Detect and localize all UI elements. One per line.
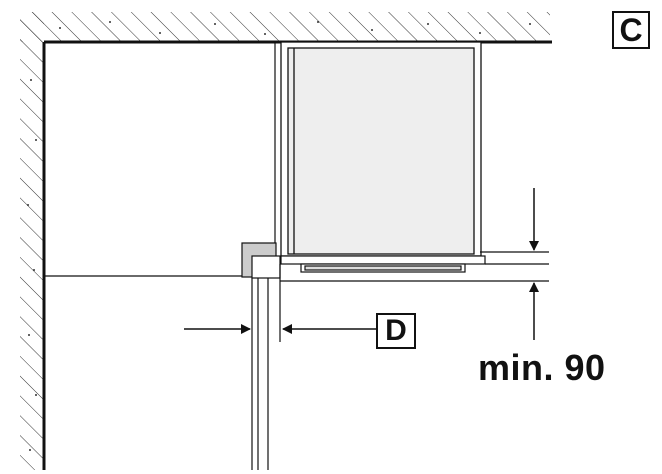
wall-hatching: [20, 12, 550, 470]
hinge-block: [241, 242, 281, 279]
kitchen-cabinet: [44, 42, 276, 277]
gap-label-d: D: [376, 313, 416, 349]
dimension-label: min. 90: [478, 347, 606, 388]
appliance-door-edge: [280, 251, 549, 282]
appliance-body: [280, 41, 482, 257]
panel-label-c: C: [612, 11, 650, 49]
door-panel: [251, 264, 281, 470]
